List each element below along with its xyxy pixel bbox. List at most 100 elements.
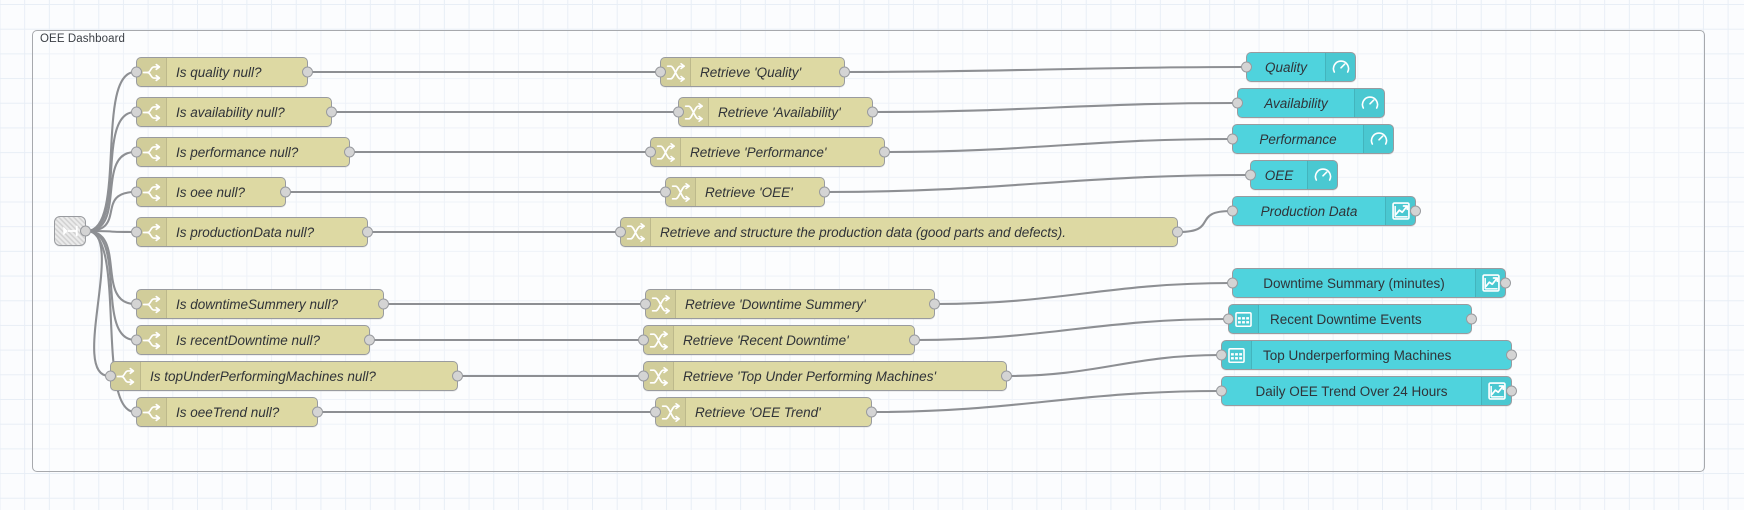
node-input-port[interactable] [650, 406, 661, 418]
change-node[interactable]: Retrieve 'Availability' [673, 97, 878, 127]
node-output-port[interactable] [1001, 370, 1012, 382]
dashboard-node[interactable]: Availability [1232, 88, 1385, 118]
node-input-port[interactable] [1223, 313, 1234, 325]
dashboard-node[interactable]: Downtime Summary (minutes) [1227, 268, 1511, 298]
node-input-port[interactable] [131, 186, 142, 198]
node-input-port[interactable] [1227, 205, 1238, 217]
node-output-port[interactable] [879, 146, 890, 158]
dashboard-node[interactable]: Performance [1227, 124, 1394, 154]
node-label: Is oee null? [176, 184, 246, 200]
node-input-port[interactable] [131, 106, 142, 118]
node-input-port[interactable] [131, 298, 142, 310]
node-input-port[interactable] [673, 106, 684, 118]
node-input-port[interactable] [1216, 349, 1227, 361]
node-input-port[interactable] [131, 334, 142, 346]
node-input-port[interactable] [131, 226, 142, 238]
node-input-port[interactable] [1216, 385, 1227, 397]
node-output-port[interactable] [80, 225, 91, 237]
switch-node[interactable]: Is performance null? [131, 137, 355, 167]
change-node[interactable]: Retrieve 'Downtime Summery' [640, 289, 940, 319]
node-label: Production Data [1260, 203, 1358, 219]
change-icon [651, 138, 681, 166]
switch-node[interactable]: Is recentDowntime null? [131, 325, 375, 355]
dashboard-node[interactable]: Recent Downtime Events [1223, 304, 1477, 334]
node-output-port[interactable] [452, 370, 463, 382]
node-input-port[interactable] [638, 370, 649, 382]
node-input-port[interactable] [660, 186, 671, 198]
node-label: Daily OEE Trend Over 24 Hours [1255, 383, 1448, 399]
node-output-port[interactable] [1506, 349, 1517, 361]
node-output-port[interactable] [1172, 226, 1183, 238]
switch-node[interactable]: Is productionData null? [131, 217, 373, 247]
node-label: Is quality null? [176, 64, 262, 80]
node-label: Recent Downtime Events [1270, 311, 1422, 327]
node-output-port[interactable] [839, 66, 850, 78]
change-node[interactable]: Retrieve 'Recent Downtime' [638, 325, 920, 355]
node-output-port[interactable] [1410, 205, 1421, 217]
change-icon [666, 178, 696, 206]
node-input-port[interactable] [131, 406, 142, 418]
node-input-port[interactable] [645, 146, 656, 158]
switch-node[interactable]: Is oee null? [131, 177, 291, 207]
node-input-port[interactable] [131, 66, 142, 78]
node-input-port[interactable] [1227, 277, 1238, 289]
change-icon [679, 98, 709, 126]
switch-icon [137, 398, 167, 426]
node-output-port[interactable] [280, 186, 291, 198]
node-input-port[interactable] [640, 298, 651, 310]
change-node[interactable]: Retrieve 'OEE' [660, 177, 830, 207]
node-label: Retrieve 'Recent Downtime' [683, 332, 849, 348]
node-output-port[interactable] [866, 406, 877, 418]
table-icon [1222, 341, 1252, 369]
change-node[interactable]: Retrieve 'Performance' [645, 137, 890, 167]
change-node[interactable]: Retrieve 'Quality' [655, 57, 850, 87]
change-node[interactable]: Retrieve 'Top Under Performing Machines' [638, 361, 1012, 391]
node-output-port[interactable] [1500, 277, 1511, 289]
link-in-node[interactable] [54, 216, 91, 246]
node-output-port[interactable] [326, 106, 337, 118]
node-label: Retrieve 'Top Under Performing Machines' [683, 368, 937, 384]
node-label: Retrieve 'OEE Trend' [695, 404, 821, 420]
node-output-port[interactable] [1506, 385, 1517, 397]
node-output-port[interactable] [312, 406, 323, 418]
switch-node[interactable]: Is availability null? [131, 97, 337, 127]
node-input-port[interactable] [1245, 169, 1256, 181]
gauge-icon [1307, 161, 1337, 189]
node-output-port[interactable] [344, 146, 355, 158]
switch-node[interactable]: Is quality null? [131, 57, 313, 87]
change-node[interactable]: Retrieve 'OEE Trend' [650, 397, 877, 427]
node-input-port[interactable] [131, 146, 142, 158]
node-output-port[interactable] [867, 106, 878, 118]
node-label: Downtime Summary (minutes) [1263, 275, 1445, 291]
dashboard-node[interactable]: Production Data [1227, 196, 1421, 226]
node-output-port[interactable] [1466, 313, 1477, 325]
node-input-port[interactable] [615, 226, 626, 238]
node-output-port[interactable] [362, 226, 373, 238]
dashboard-node[interactable]: OEE [1245, 160, 1338, 190]
node-input-port[interactable] [1232, 97, 1243, 109]
node-output-port[interactable] [378, 298, 389, 310]
node-label: Retrieve 'Quality' [700, 64, 802, 80]
change-node[interactable]: Retrieve and structure the production da… [615, 217, 1183, 247]
node-output-port[interactable] [302, 66, 313, 78]
switch-node[interactable]: Is oeeTrend null? [131, 397, 323, 427]
node-input-port[interactable] [1227, 133, 1238, 145]
group-label: OEE Dashboard [40, 33, 126, 45]
switch-node[interactable]: Is topUnderPerformingMachines null? [105, 361, 463, 391]
dashboard-node[interactable]: Daily OEE Trend Over 24 Hours [1216, 376, 1517, 406]
node-output-port[interactable] [364, 334, 375, 346]
dashboard-node[interactable]: Top Underperforming Machines [1216, 340, 1517, 370]
switch-node[interactable]: Is downtimeSummery null? [131, 289, 389, 319]
node-output-port[interactable] [929, 298, 940, 310]
node-output-port[interactable] [909, 334, 920, 346]
dashboard-node[interactable]: Quality [1241, 52, 1356, 82]
node-input-port[interactable] [105, 370, 116, 382]
change-icon [656, 398, 686, 426]
node-input-port[interactable] [638, 334, 649, 346]
node-label: Quality [1264, 59, 1308, 75]
node-output-port[interactable] [819, 186, 830, 198]
gauge-icon [1325, 53, 1355, 81]
node-input-port[interactable] [655, 66, 666, 78]
node-input-port[interactable] [1241, 61, 1252, 73]
